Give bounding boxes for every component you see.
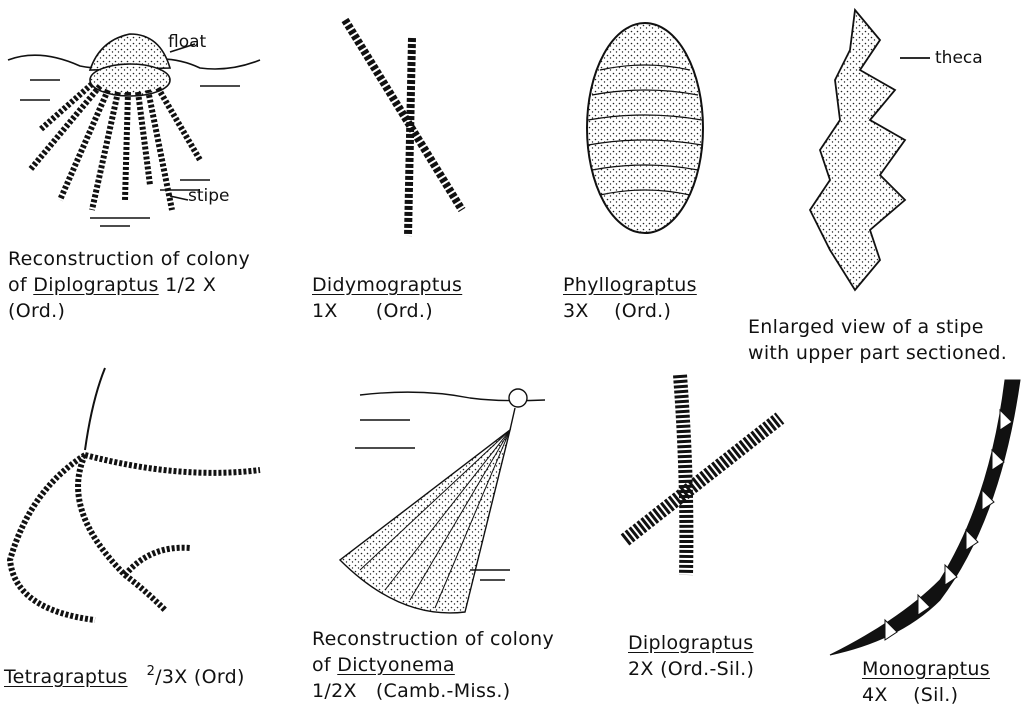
caption-line: 4X (Sil.) xyxy=(862,682,990,708)
caption-line: 1/2X (Camb.-Miss.) xyxy=(312,678,554,704)
scale-numerator: 2 xyxy=(147,664,156,679)
caption-line: 2X (Ord.-Sil.) xyxy=(628,656,754,682)
caption-didymograptus: Didymograptus 1X (Ord.) xyxy=(312,272,462,324)
theca-label: theca xyxy=(935,48,983,68)
age-label: (Sil.) xyxy=(913,684,958,706)
didymograptus-drawing xyxy=(345,20,462,236)
genus-name: Diplograptus xyxy=(33,274,158,296)
scale-value: 1X xyxy=(312,300,338,322)
genus-name: Didymograptus xyxy=(312,272,462,298)
scale-value: 1/2 X xyxy=(165,274,216,296)
caption-monograptus: Monograptus 4X (Sil.) xyxy=(862,656,990,708)
age-label: (Ord.) xyxy=(376,300,433,322)
caption-prefix: of xyxy=(312,654,331,676)
diplograptus-drawing xyxy=(625,375,780,575)
caption-phyllograptus: Phyllograptus 3X (Ord.) xyxy=(563,272,697,324)
genus-name: Monograptus xyxy=(862,656,990,682)
genus-name: Dictyonema xyxy=(337,654,455,676)
caption-prefix: of xyxy=(8,274,27,296)
monograptus-drawing xyxy=(830,380,1020,655)
caption-diplograptus-colony: Reconstruction of colony of Diplograptus… xyxy=(8,246,250,324)
caption-stipe-view: Enlarged view of a stipe with upper part… xyxy=(748,314,1007,366)
scale-value: 1/2X xyxy=(312,680,357,702)
caption-line: with upper part sectioned. xyxy=(748,340,1007,366)
caption-tetragraptus: Tetragraptus 2/3X (Ord) xyxy=(4,664,245,693)
caption-diplograptus: Diplograptus 2X (Ord.-Sil.) xyxy=(628,630,754,682)
scale-value: 2X xyxy=(628,658,654,680)
scale-value: 3X xyxy=(563,300,589,322)
scale-value: /3X (Ord) xyxy=(155,666,245,688)
caption-line: 3X (Ord.) xyxy=(563,298,697,324)
caption-line: of Diplograptus 1/2 X xyxy=(8,272,250,298)
caption-line: of Dictyonema xyxy=(312,652,554,678)
age-label: (Camb.-Miss.) xyxy=(376,680,511,702)
age-label: (Ord.) xyxy=(614,300,671,322)
caption-line: Reconstruction of colony xyxy=(8,246,250,272)
stipe-drawing xyxy=(810,10,930,290)
age-label: (Ord.-Sil.) xyxy=(660,658,754,680)
caption-line: Enlarged view of a stipe xyxy=(748,314,1007,340)
float-label: float xyxy=(168,32,206,52)
caption-line: Reconstruction of colony xyxy=(312,626,554,652)
genus-name: Phyllograptus xyxy=(563,272,697,298)
age-label: (Ord.) xyxy=(8,298,250,324)
dictyonema-drawing xyxy=(340,389,545,613)
caption-dictyonema: Reconstruction of colony of Dictyonema 1… xyxy=(312,626,554,704)
scale-value: 4X xyxy=(862,684,888,706)
phyllograptus-drawing xyxy=(587,23,703,233)
genus-name: Diplograptus xyxy=(628,630,754,656)
stipe-label: stipe xyxy=(188,186,230,206)
genus-name: Tetragraptus xyxy=(4,666,128,688)
caption-line: 1X (Ord.) xyxy=(312,298,462,324)
tetragraptus-drawing xyxy=(10,368,260,620)
